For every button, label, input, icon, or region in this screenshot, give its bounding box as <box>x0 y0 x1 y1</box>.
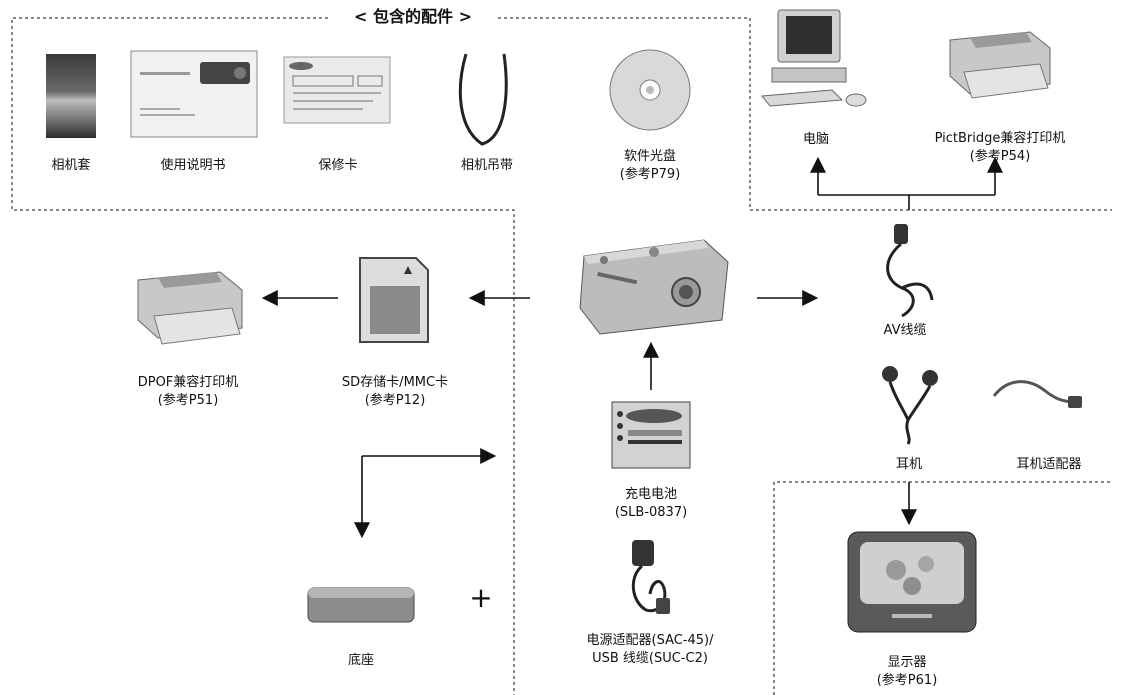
earphone-image <box>882 366 938 445</box>
included-accessories-title: < 包含的配件 > <box>354 7 472 26</box>
camera-strap-label: 相机吊带 <box>460 158 513 173</box>
av-cable-label: AV线缆 <box>883 323 927 338</box>
monitor-label: 显示器 (参考P61) <box>876 655 938 688</box>
camera-case-image <box>46 54 96 138</box>
user-manual-image <box>130 50 258 138</box>
sd-card-image <box>359 257 429 343</box>
power-adapter-label: 电源适配器(SAC-45)/ USB 线缆(SUC-C2) <box>586 633 714 666</box>
cradle-label: 底座 <box>347 653 374 668</box>
warranty-card-label: 保修卡 <box>318 158 358 173</box>
pictbridge-printer-label: PictBridge兼容打印机 (参考P54) <box>934 131 1066 164</box>
dpof-printer-image <box>137 271 243 345</box>
earphone-adapter-image <box>992 380 1082 408</box>
warranty-card-image <box>283 56 391 124</box>
power-adapter-image <box>631 540 670 614</box>
monitor-image <box>847 531 977 633</box>
cradle-image <box>307 587 415 623</box>
digital-camera-image <box>579 239 729 335</box>
dpof-printer-label: DPOF兼容打印机 (参考P51) <box>137 375 239 408</box>
camera-case-label: 相机套 <box>51 158 91 173</box>
software-cd-image <box>609 49 691 131</box>
av-cable-image <box>886 224 934 318</box>
plus-sign: + <box>469 581 493 614</box>
battery-image <box>611 401 691 469</box>
computer-image <box>761 9 867 107</box>
earphone-label: 耳机 <box>895 457 922 472</box>
battery-label: 充电电池 (SLB-0837) <box>614 487 688 520</box>
user-manual-label: 使用说明书 <box>160 158 226 173</box>
camera-strap-image <box>458 53 508 146</box>
software-cd-label: 软件光盘 (参考P79) <box>619 149 681 182</box>
computer-label: 电脑 <box>802 132 829 147</box>
sd-card-label: SD存储卡/MMC卡 (参考P12) <box>341 375 449 408</box>
pictbridge-printer-image <box>949 31 1051 99</box>
earphone-adapter-label: 耳机适配器 <box>1016 457 1082 472</box>
